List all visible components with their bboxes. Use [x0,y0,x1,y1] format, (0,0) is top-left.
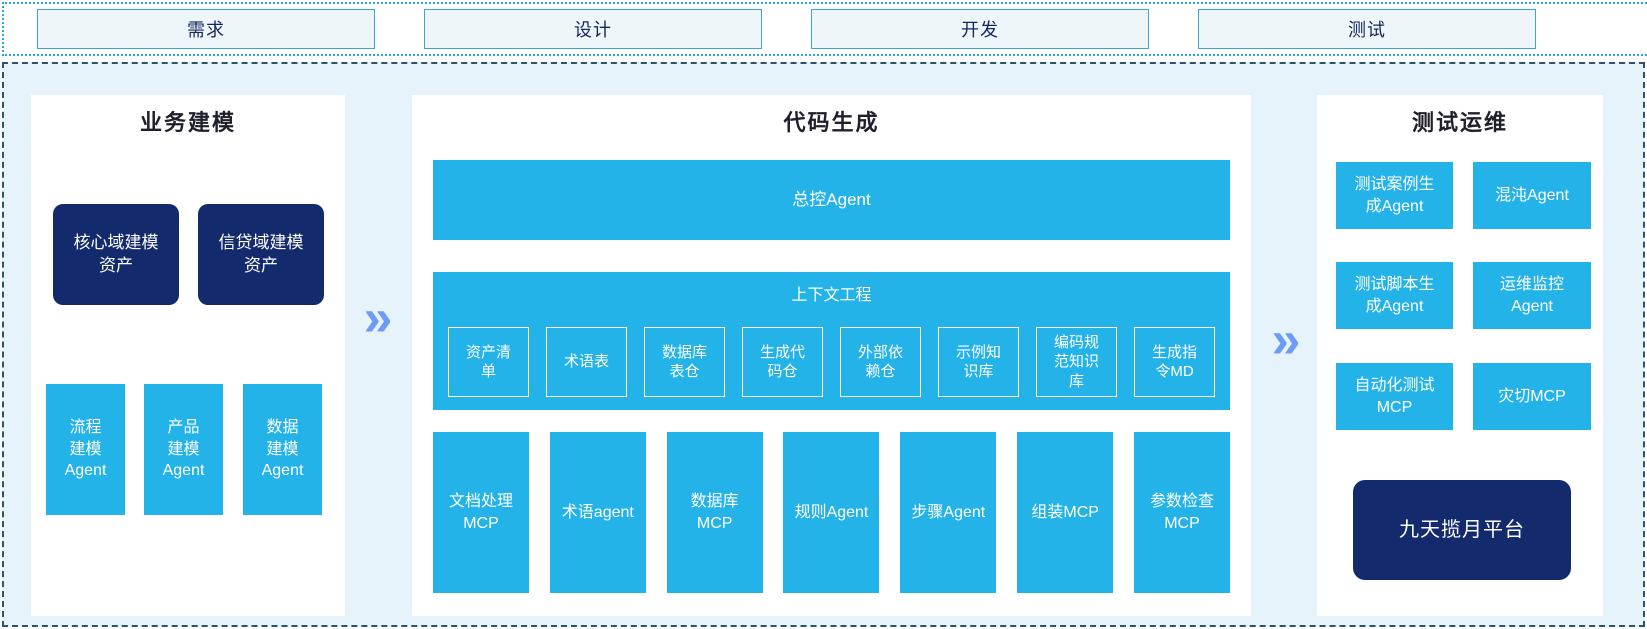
context-item-row: 资产清单 术语表 数据库表仓 生成代码仓 外部依赖仓 示例知识库 编码规范知识库… [448,327,1215,397]
context-engineering-block: 上下文工程 资产清单 术语表 数据库表仓 生成代码仓 外部依赖仓 示例知识库 编… [433,272,1230,410]
tool-box-rule-agent: 规则Agent [783,432,880,593]
tool-row: 文档处理MCP 术语agent 数据库MCP 规则Agent 步骤Agent 组… [433,432,1230,593]
test-box-case-gen-agent: 测试案例生成Agent [1336,162,1453,229]
phase-strip: 需求 设计 开发 测试 [2,2,1647,56]
asset-box-credit-domain: 信贷域建模资产 [198,204,324,305]
agent-box-data-modeling: 数据 建模 Agent [243,384,322,515]
panel-business-modeling: 业务建模 核心域建模资产 信贷域建模资产 流程 建模 Agent 产品 建模 A… [31,95,345,616]
panel-title-business-modeling: 业务建模 [139,110,236,135]
tool-box-step-agent: 步骤Agent [900,432,997,593]
master-agent-bar: 总控Agent [433,160,1230,240]
test-box-ops-monitor-agent: 运维监控Agent [1473,262,1591,329]
asset-box-core-domain: 核心域建模资产 [53,204,179,305]
agent-box-product-modeling: 产品 建模 Agent [144,384,223,515]
context-item-glossary: 术语表 [546,327,627,397]
tool-box-database-mcp: 数据库MCP [666,432,763,593]
phase-box-design: 设计 [424,9,762,49]
phase-box-testing: 测试 [1198,9,1536,49]
platform-box-jiutian-lanyue: 九天揽月平台 [1353,480,1571,580]
phase-box-requirements: 需求 [37,9,375,49]
phase-box-development: 开发 [811,9,1149,49]
flow-arrow-icon: » [1271,311,1301,369]
tool-box-param-check-mcp: 参数检查MCP [1133,432,1230,593]
tool-box-assembly-mcp: 组装MCP [1017,432,1114,593]
test-box-chaos-agent: 混沌Agent [1473,162,1591,229]
panel-code-generation: 代码生成 总控Agent 上下文工程 资产清单 术语表 数据库表仓 生成代码仓 … [412,95,1251,616]
panel-title-test-ops: 测试运维 [1411,110,1508,135]
context-item-db-table-repo: 数据库表仓 [644,327,725,397]
tool-box-terminology-agent: 术语agent [549,432,646,593]
context-item-example-kb: 示例知识库 [938,327,1019,397]
context-item-generate-instruction-md: 生成指令MD [1134,327,1215,397]
tool-box-doc-processing-mcp: 文档处理MCP [433,432,529,593]
panel-test-ops: 测试运维 测试案例生成Agent 混沌Agent 测试脚本生成Agent 运维监… [1317,95,1603,616]
context-item-generated-code-repo: 生成代码仓 [742,327,823,397]
context-engineering-title: 上下文工程 [791,287,872,304]
test-box-auto-test-mcp: 自动化测试MCP [1336,363,1453,430]
test-box-script-gen-agent: 测试脚本生成Agent [1336,262,1453,329]
context-item-asset-list: 资产清单 [448,327,529,397]
test-box-disaster-switch-mcp: 灾切MCP [1473,363,1591,430]
context-item-external-deps-repo: 外部依赖仓 [840,327,921,397]
main-area: 业务建模 核心域建模资产 信贷域建模资产 流程 建模 Agent 产品 建模 A… [2,62,1645,627]
agent-box-process-modeling: 流程 建模 Agent [46,384,125,515]
flow-arrow-icon: » [363,289,393,347]
context-item-coding-standard-kb: 编码规范知识库 [1036,327,1117,397]
panel-title-code-generation: 代码生成 [783,110,880,135]
